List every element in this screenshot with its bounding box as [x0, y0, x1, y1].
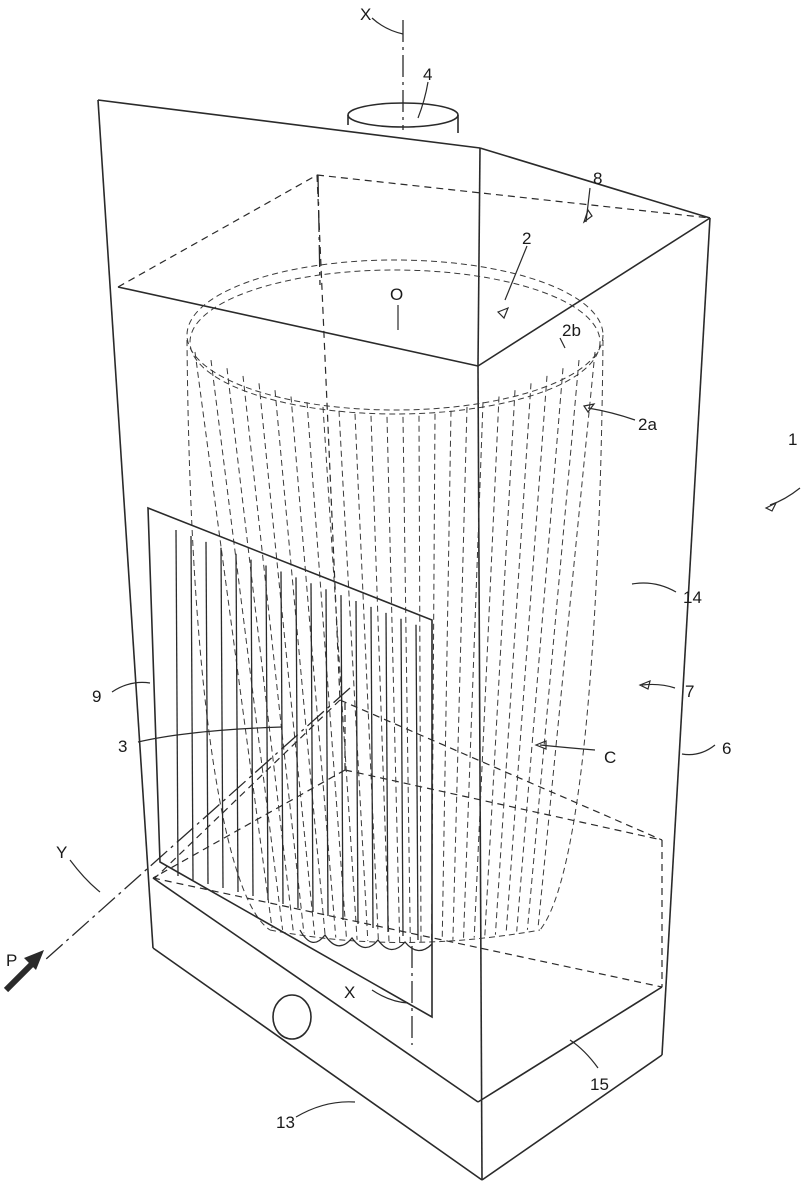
label-ref-8: 8	[593, 169, 602, 188]
pleat-line	[418, 415, 422, 942]
tube-line	[265, 565, 269, 901]
direction-arrow-p	[3, 950, 44, 993]
tube-lines	[175, 529, 419, 941]
label-ref-4: 4	[423, 65, 432, 84]
leader-lines	[69, 17, 801, 1118]
label-ref-15: 15	[590, 1075, 609, 1094]
pleat-line	[338, 410, 369, 941]
tube-line	[325, 589, 329, 917]
label-ref-3: 3	[118, 737, 127, 756]
housing-outline	[97, 99, 711, 1181]
tube-line	[400, 618, 404, 937]
tube-line	[355, 600, 359, 925]
tube-line	[310, 583, 314, 913]
pleat-line	[274, 390, 326, 937]
pleat-line	[258, 383, 316, 935]
label-ref-14: 14	[683, 588, 702, 607]
tube-line	[205, 541, 209, 885]
base-port	[272, 994, 312, 1040]
tube-line	[295, 577, 299, 909]
pleat-line	[484, 390, 516, 937]
pleat-line	[210, 360, 284, 930]
pleat-line	[537, 351, 596, 929]
label-ref-7: 7	[685, 682, 694, 701]
label-ref-6: 6	[722, 739, 731, 758]
label-ref-13: 13	[276, 1113, 295, 1132]
pleat-line	[441, 410, 452, 941]
hidden-edges	[117, 174, 711, 988]
label-ref-o: O	[390, 285, 403, 304]
pleat-line	[242, 375, 305, 934]
pleat-line	[370, 415, 390, 942]
tube-line	[340, 595, 344, 921]
pleat-line	[494, 383, 532, 935]
pleat-line	[354, 413, 379, 942]
label-axis-x-bottom: X	[344, 983, 355, 1002]
pleat-line	[431, 413, 436, 942]
tube-line	[385, 612, 389, 933]
cartridge-pleats	[194, 351, 596, 943]
label-axis-y: Y	[56, 843, 67, 862]
axes	[44, 20, 413, 1045]
tube-line	[235, 553, 239, 893]
label-ref-2: 2	[522, 229, 531, 248]
tube-line	[370, 606, 374, 929]
pleat-line	[452, 406, 468, 940]
tube-line	[415, 624, 419, 941]
label-ref-2b: 2b	[562, 321, 581, 340]
pleat-line	[505, 375, 548, 934]
label-axis-x-top: X	[360, 5, 371, 24]
label-ref-9: 9	[92, 687, 101, 706]
pleat-line	[194, 351, 273, 929]
tube-line	[190, 535, 194, 881]
pleat-line	[516, 368, 564, 932]
pleat-line	[473, 396, 500, 938]
label-ref-2a: 2a	[638, 415, 657, 434]
label-ref-c: C	[604, 748, 616, 767]
pleat-line	[526, 360, 580, 930]
label-direction-p: P	[6, 951, 17, 970]
reference-labels: X 4 8 2 O 2b 2a 1 14 7 9 3 C 6 Y P X 15 …	[6, 5, 797, 1132]
pleat-line	[386, 416, 401, 943]
filter-cartridge	[186, 259, 604, 943]
pleat-line	[322, 406, 358, 940]
label-ref-1: 1	[788, 430, 797, 449]
pleat-line	[402, 416, 411, 943]
tube-line	[175, 529, 179, 877]
tube-line	[220, 547, 224, 889]
tube-bundle-panel	[147, 506, 433, 1019]
tube-line	[280, 571, 284, 905]
pleat-line	[290, 396, 337, 938]
